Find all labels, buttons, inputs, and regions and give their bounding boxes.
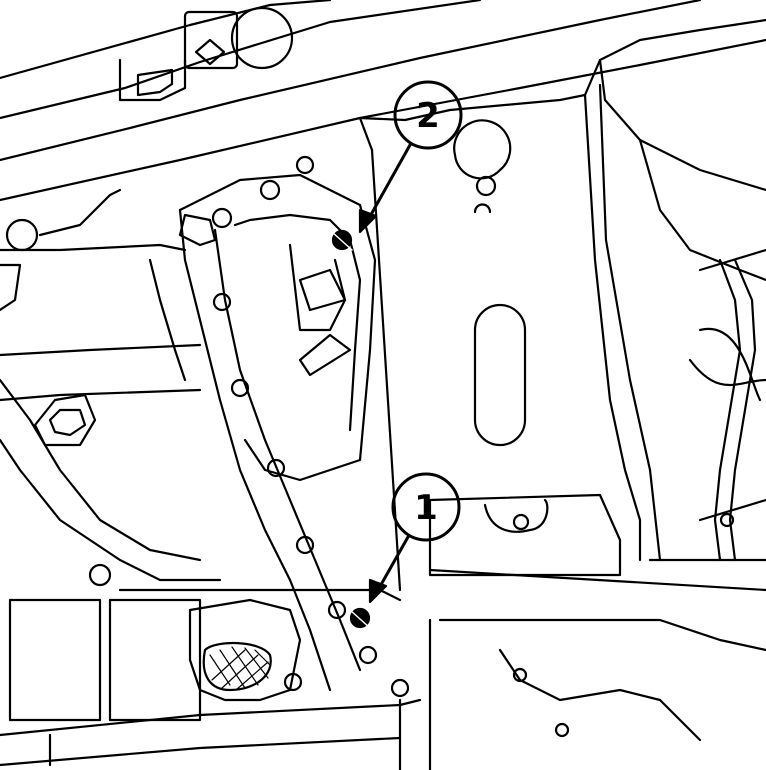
callout-2-bolt: [331, 229, 353, 251]
upper-frame-rail: [0, 0, 766, 202]
engine-mount-plate: [178, 155, 410, 698]
damper-hatching: [209, 646, 271, 691]
lower-rail: [0, 618, 766, 770]
callout-1-label: 1: [414, 488, 438, 528]
callout-2: 2: [331, 80, 463, 251]
body-panel-bracket: [358, 18, 766, 592]
callout-1-bolt: [349, 607, 371, 629]
callout-2-circle: [393, 80, 463, 150]
callout-2-arrowhead: [358, 208, 378, 234]
callout-1-arrowhead: [368, 578, 388, 604]
callout-1-circle: [391, 472, 461, 542]
lower-mount: [188, 598, 303, 702]
engine-block: [0, 188, 402, 722]
callout-1: 1: [349, 472, 461, 629]
callout-1-arrow-line: [376, 535, 410, 592]
wiring-harness: [688, 248, 766, 562]
callout-2-label: 2: [416, 96, 440, 136]
callout-2-arrow-line: [366, 143, 412, 222]
